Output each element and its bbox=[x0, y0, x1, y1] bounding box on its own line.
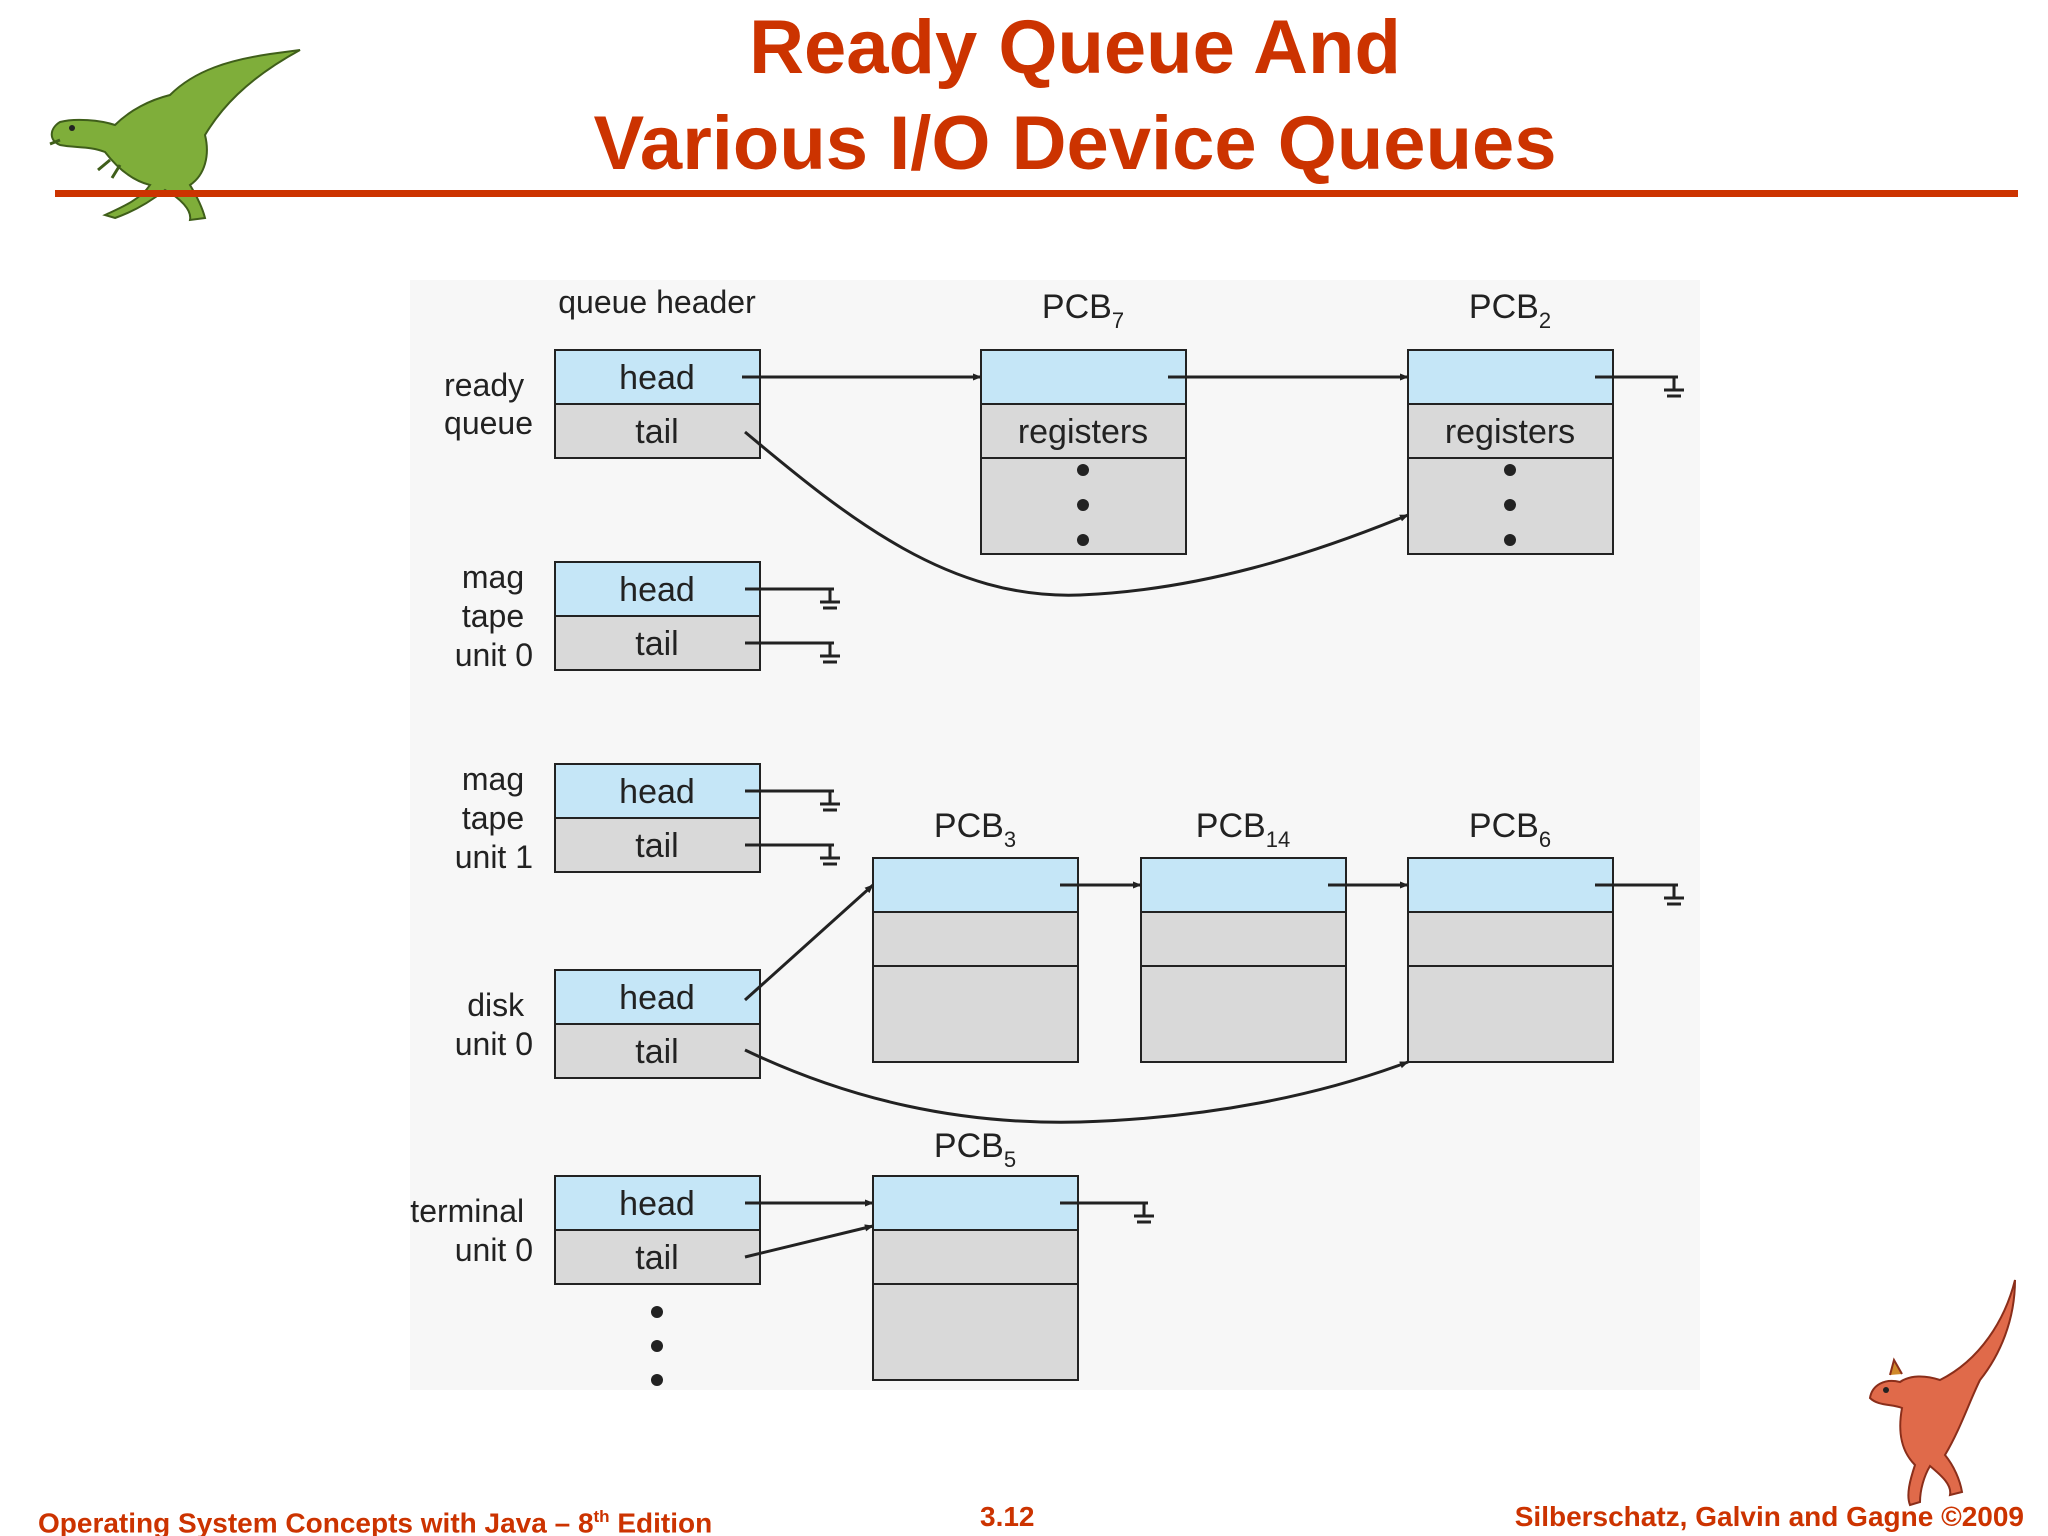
red-dinosaur-logo bbox=[1868, 1279, 2016, 1507]
ready-head-label: head bbox=[619, 359, 695, 397]
pointer-arrows bbox=[742, 373, 1409, 1259]
term0-tail-label: tail bbox=[635, 1239, 678, 1277]
pcb-3: PCB3 bbox=[872, 807, 1079, 1063]
null-pointers bbox=[745, 375, 1684, 1224]
null-symbol-mag0-tail bbox=[745, 641, 840, 664]
disk0-tail-label: tail bbox=[635, 1033, 678, 1071]
arrow-disk-tail-to-pcb6 bbox=[744, 1048, 1409, 1124]
slide-title-line-1: Ready Queue And bbox=[749, 5, 1401, 90]
pcb-6-label: PCB6 bbox=[1469, 807, 1551, 852]
term0-head-label: head bbox=[619, 1185, 695, 1223]
ready-tail-label: tail bbox=[635, 413, 678, 451]
mag-tape-0-label: mag tape unit 0 bbox=[455, 559, 533, 673]
footer-book-title: Operating System Concepts with Java – 8t… bbox=[38, 1507, 713, 1536]
mag1-head-label: head bbox=[619, 773, 695, 811]
green-dinosaur-logo bbox=[49, 49, 301, 222]
arrow-disk-head-to-pcb3 bbox=[743, 883, 875, 1002]
terminal-0-label: terminal unit 0 bbox=[410, 1193, 533, 1268]
pcb-3-label: PCB3 bbox=[934, 807, 1016, 852]
pcb-6: PCB6 bbox=[1407, 807, 1614, 1063]
footer-page-number: 3.12 bbox=[980, 1501, 1035, 1532]
pcb-2-registers: registers bbox=[1445, 413, 1575, 451]
null-symbol-pcb2 bbox=[1595, 375, 1684, 398]
pcb-2: PCB2 registers bbox=[1407, 288, 1614, 555]
arrow-term-tail-to-pcb5 bbox=[744, 1224, 874, 1259]
arrow-ready-tail-to-pcb2 bbox=[744, 430, 1409, 597]
pcb-14-label: PCB14 bbox=[1196, 807, 1290, 852]
mag0-tail-label: tail bbox=[635, 625, 678, 663]
disk-0-header: head tail bbox=[554, 969, 761, 1079]
null-symbol-mag1-head bbox=[745, 789, 840, 812]
null-symbol-pcb5 bbox=[1060, 1201, 1154, 1224]
footer-authors: Silberschatz, Galvin and Gagne ©2009 bbox=[1514, 1501, 2024, 1532]
mag1-tail-label: tail bbox=[635, 827, 678, 865]
pcb-14: PCB14 bbox=[1140, 807, 1347, 1063]
mag0-head-label: head bbox=[619, 571, 695, 609]
null-symbol-mag0-head bbox=[745, 587, 840, 610]
pcb-2-label: PCB2 bbox=[1469, 288, 1551, 333]
ready-queue-label: ready queue bbox=[444, 367, 533, 441]
slide-title-line-2: Various I/O Device Queues bbox=[593, 101, 1557, 186]
queue-header-label: queue header bbox=[558, 284, 756, 320]
mag-tape-1-label: mag tape unit 1 bbox=[455, 761, 533, 875]
pcb-7-label: PCB7 bbox=[1042, 288, 1124, 333]
null-symbol-mag1-tail bbox=[745, 843, 840, 866]
title-underline bbox=[55, 190, 2018, 197]
disk-0-label: disk unit 0 bbox=[455, 987, 533, 1062]
terminal-0-header: head tail bbox=[554, 1175, 761, 1285]
mag-tape-1-header: head tail bbox=[554, 763, 761, 873]
ready-queue-header: head tail bbox=[554, 349, 761, 459]
more-queues-ellipsis bbox=[651, 1306, 663, 1386]
pcb-7-registers: registers bbox=[1018, 413, 1148, 451]
disk0-head-label: head bbox=[619, 979, 695, 1017]
mag-tape-0-header: head tail bbox=[554, 561, 761, 671]
null-symbol-pcb6 bbox=[1595, 883, 1684, 906]
pcb-5: PCB5 bbox=[872, 1127, 1079, 1381]
pcb-5-label: PCB5 bbox=[934, 1127, 1016, 1172]
